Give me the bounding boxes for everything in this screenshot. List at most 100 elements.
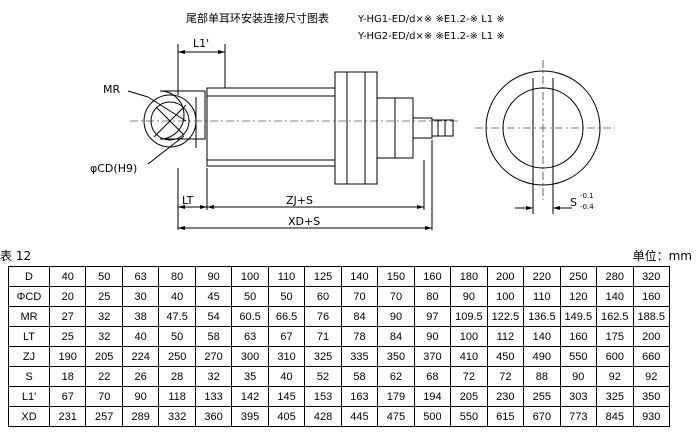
dim-l1p-label: L1' bbox=[193, 37, 209, 50]
table-cell: 250 bbox=[158, 346, 196, 367]
table-cell: 76 bbox=[304, 306, 342, 327]
table-cell: 395 bbox=[231, 406, 269, 427]
rod-thread bbox=[431, 119, 454, 137]
table-cell: 410 bbox=[450, 346, 488, 367]
table-cell: 68 bbox=[413, 366, 452, 387]
table-cell: 140 bbox=[596, 286, 634, 307]
dim-xd-label: XD+S bbox=[288, 215, 320, 228]
table-cell: 70 bbox=[85, 386, 123, 407]
table-cell: 445 bbox=[340, 406, 379, 427]
table-cell: 100 bbox=[450, 326, 488, 347]
table-cell: 200 bbox=[486, 266, 525, 287]
table-cell: 122.5 bbox=[486, 306, 525, 327]
table-cell: 25 bbox=[48, 326, 87, 347]
table-cell: 370 bbox=[413, 346, 452, 367]
table-cell: 90 bbox=[377, 306, 415, 327]
table-cell: 47.5 bbox=[158, 306, 196, 327]
table-cell: 40 bbox=[121, 326, 160, 347]
table-cell: 270 bbox=[194, 346, 233, 367]
table-cell: 58 bbox=[340, 366, 379, 387]
table-cell: 72 bbox=[450, 366, 488, 387]
cylinder-end-view bbox=[475, 60, 615, 214]
table-cell: 67 bbox=[48, 386, 87, 407]
table-caption: 表 12 bbox=[0, 249, 32, 263]
table-cell: 160 bbox=[413, 266, 452, 287]
table-cell: 66.5 bbox=[267, 306, 306, 327]
table-cell: 550 bbox=[450, 406, 488, 427]
table-cell: 930 bbox=[632, 406, 670, 427]
table-cell: 50 bbox=[158, 326, 196, 347]
table-cell: 52 bbox=[304, 366, 342, 387]
table-cell: 120 bbox=[559, 286, 598, 307]
table-cell: 45 bbox=[194, 286, 233, 307]
table-cell: 670 bbox=[523, 406, 561, 427]
table-cell: 67 bbox=[267, 326, 306, 347]
table-cell: 350 bbox=[632, 386, 670, 407]
table-cell: 310 bbox=[267, 346, 306, 367]
dim-s-label: S bbox=[570, 196, 577, 209]
table-cell: 190 bbox=[48, 346, 87, 367]
table-cell: 162.5 bbox=[596, 306, 634, 327]
table-cell: 62 bbox=[377, 366, 415, 387]
table-cell: 78 bbox=[340, 326, 379, 347]
table-cell: 20 bbox=[48, 286, 87, 307]
table-cell: 163 bbox=[340, 386, 379, 407]
table-cell: 90 bbox=[121, 386, 160, 407]
table-cell: 80 bbox=[413, 286, 452, 307]
table-cell: 54 bbox=[194, 306, 233, 327]
table-cell: 205 bbox=[85, 346, 123, 367]
table-cell: 224 bbox=[121, 346, 160, 367]
table-cell: 280 bbox=[596, 266, 634, 287]
table-cell: 450 bbox=[486, 346, 525, 367]
row-label: D bbox=[8, 266, 50, 287]
table-cell: 90 bbox=[450, 286, 488, 307]
table-cell: 325 bbox=[596, 386, 634, 407]
table-cell: 90 bbox=[194, 266, 233, 287]
table-cell: 475 bbox=[377, 406, 415, 427]
table-cell: 97 bbox=[413, 306, 452, 327]
table-cell: 257 bbox=[85, 406, 123, 427]
table-cell: 100 bbox=[231, 266, 269, 287]
table-cell: 72 bbox=[486, 366, 525, 387]
table-cell: 100 bbox=[486, 286, 525, 307]
table-cell: 300 bbox=[231, 346, 269, 367]
table-cell: 90 bbox=[559, 366, 598, 387]
table-cell: 845 bbox=[596, 406, 634, 427]
table-cell: 50 bbox=[231, 286, 269, 307]
table-cell: 110 bbox=[523, 286, 561, 307]
table-cell: 428 bbox=[304, 406, 342, 427]
table-cell: 140 bbox=[340, 266, 379, 287]
table-cell: 22 bbox=[85, 366, 123, 387]
table-cell: 63 bbox=[121, 266, 160, 287]
table-cell: 194 bbox=[413, 386, 452, 407]
table-cell: 220 bbox=[523, 266, 561, 287]
table-cell: 600 bbox=[596, 346, 634, 367]
table-cell: 140 bbox=[523, 326, 561, 347]
table-cell: 325 bbox=[304, 346, 342, 367]
cylinder-barrel bbox=[206, 87, 336, 167]
dim-zj-label: ZJ+S bbox=[286, 194, 313, 207]
table-cell: 30 bbox=[121, 286, 160, 307]
table-cell: 32 bbox=[85, 306, 123, 327]
table-cell: 149.5 bbox=[559, 306, 598, 327]
table-cell: 490 bbox=[523, 346, 561, 367]
table-cell: 118 bbox=[158, 386, 196, 407]
table-cell: 360 bbox=[194, 406, 233, 427]
table-cell: 303 bbox=[559, 386, 598, 407]
table-cell: 40 bbox=[48, 266, 87, 287]
table-cell: 60 bbox=[304, 286, 342, 307]
dimension-arrows bbox=[178, 50, 432, 230]
drawing-title: 尾部单耳环安装连接尺寸图表 bbox=[186, 11, 329, 25]
table-cell: 70 bbox=[377, 286, 415, 307]
table-cell: 230 bbox=[486, 386, 525, 407]
cylinder-drawing: 尾部单耳环安装连接尺寸图表 Y-HG1-ED/d×※ ※E1.2-※ L1 ※ … bbox=[90, 11, 615, 230]
table-cell: 773 bbox=[559, 406, 598, 427]
cylinder-flange bbox=[334, 71, 378, 185]
table-cell: 40 bbox=[267, 366, 306, 387]
dim-s-tol-top: -0.1 bbox=[580, 192, 594, 200]
row-label: MR bbox=[8, 306, 50, 327]
dim-cd-label: φCD(H9) bbox=[90, 162, 137, 175]
